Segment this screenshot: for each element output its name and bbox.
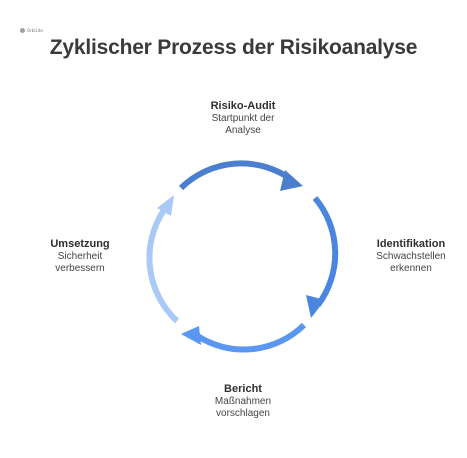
step-description-line: verbessern <box>55 263 105 274</box>
step-description-line: Analyse <box>225 125 261 136</box>
arrow-bericht-to-umsetzung <box>194 322 307 353</box>
step-title: Risiko-Audit <box>210 100 276 112</box>
logo-text: OrbiLite <box>27 28 43 33</box>
step-umsetzung: Umsetzung Sicherheit verbessern <box>30 238 130 276</box>
arrowhead-audit-side <box>157 195 174 216</box>
arrowhead-bericht-side <box>306 295 325 318</box>
step-description-line: Sicherheit <box>57 250 103 262</box>
page-title: Zyklischer Prozess der Risikoanalyse <box>49 36 418 59</box>
step-risiko-audit: Risiko-Audit Startpunkt der Analyse <box>183 100 303 138</box>
step-bericht: Bericht Maßnahmen vorschlagen <box>183 383 303 421</box>
step-description-line: Maßnahmen <box>214 395 272 407</box>
arrow-identifikation-to-bericht <box>312 196 339 307</box>
step-description-line: Schwachstellen <box>376 250 446 262</box>
logo-icon <box>20 28 25 33</box>
arrow-audit-to-identifikation <box>178 160 294 191</box>
brand-logo: OrbiLite <box>20 28 43 33</box>
step-title: Umsetzung <box>50 238 110 250</box>
arrowhead-identifikation <box>280 170 303 191</box>
step-title: Identifikation <box>376 238 446 250</box>
step-identifikation: Identifikation Schwachstellen erkennen <box>356 238 466 276</box>
step-description-line: Startpunkt der <box>211 112 275 124</box>
step-description-line: vorschlagen <box>216 408 270 419</box>
arrow-umsetzung-to-audit <box>146 208 180 324</box>
step-title: Bericht <box>224 383 262 395</box>
step-description-line: erkennen <box>390 263 432 274</box>
arrowhead-umsetzung-side <box>181 326 201 345</box>
